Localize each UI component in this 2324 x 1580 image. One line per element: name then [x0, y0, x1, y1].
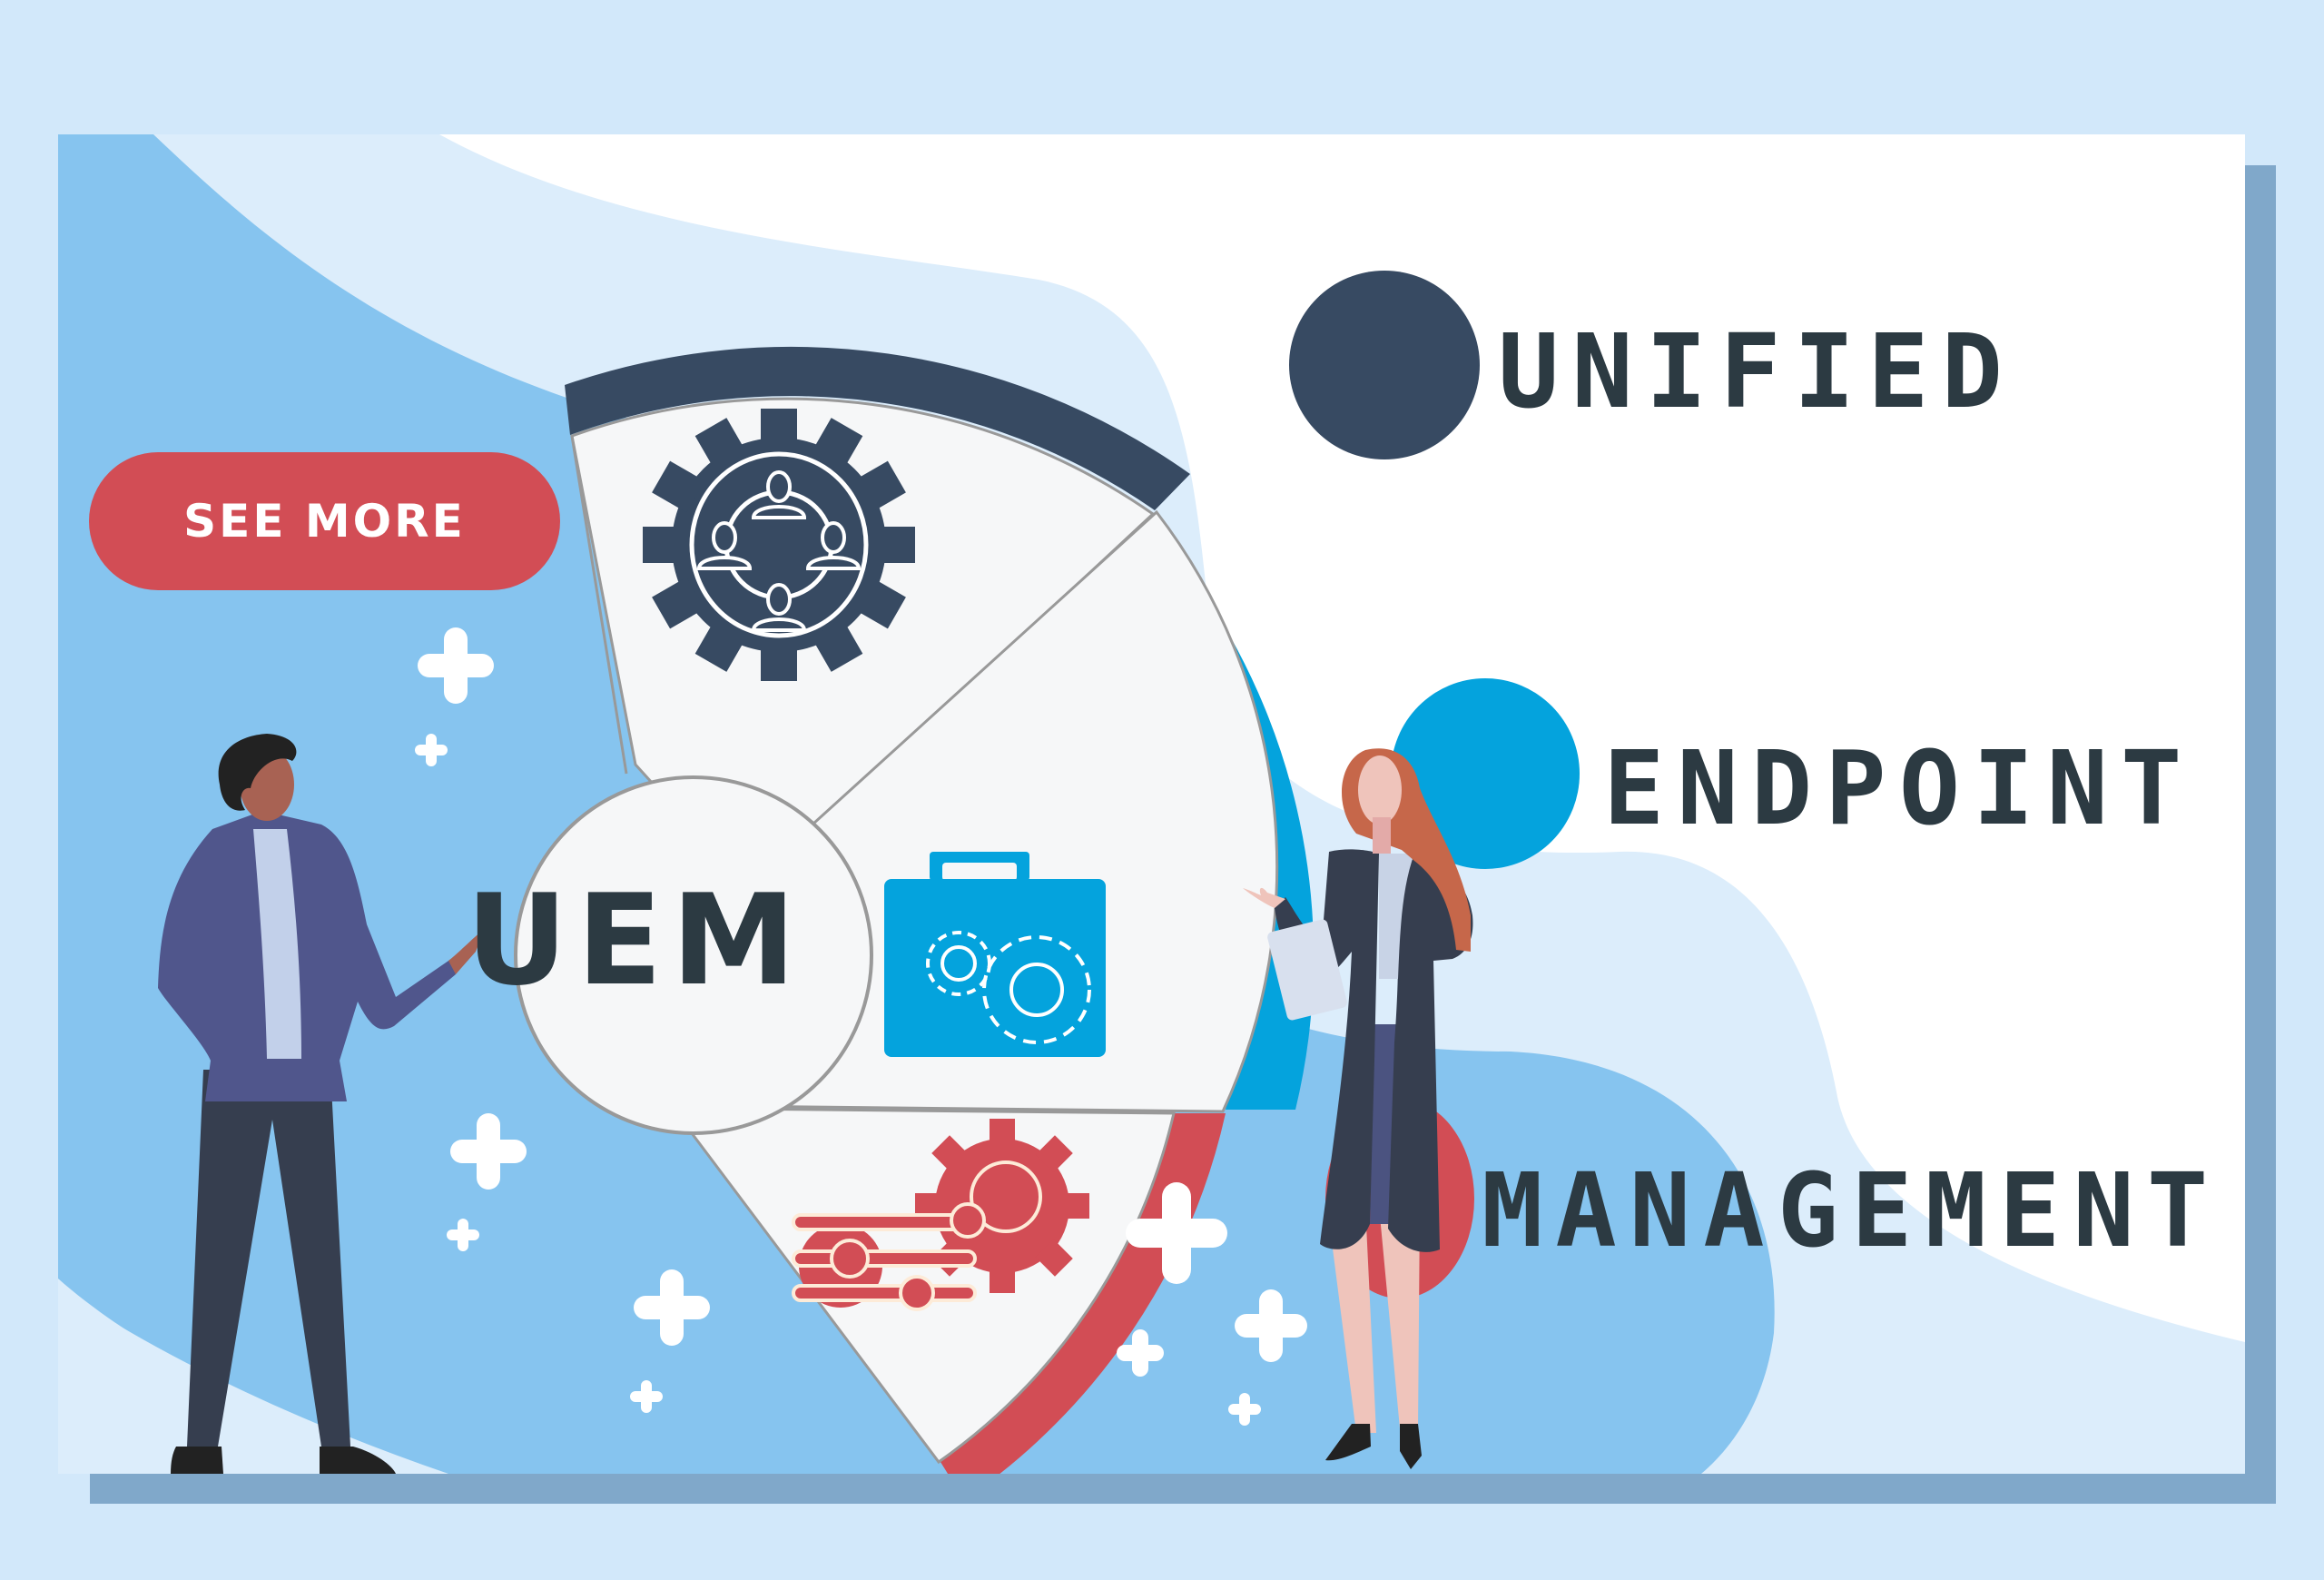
sparkle-icon	[1235, 1289, 1307, 1362]
word-endpoint: ENDPOINT	[1603, 730, 2195, 848]
uem-center-label: UEM	[466, 866, 805, 1013]
woman-legs	[1327, 1206, 1420, 1433]
woman-face	[1358, 755, 1402, 825]
dark-arc	[565, 346, 1190, 510]
woman-neck	[1373, 817, 1391, 854]
sparkle-icon	[634, 1269, 710, 1346]
sparkles	[415, 627, 1307, 1426]
gear-sliders-icon	[792, 1119, 1089, 1311]
red-arc	[940, 1113, 1226, 1474]
floor-patch	[58, 1288, 448, 1474]
sparkle-icon	[415, 734, 448, 766]
sparkle-icon	[418, 627, 494, 704]
woman-shirt	[1379, 854, 1414, 979]
sparkle-icon	[1117, 1329, 1164, 1377]
sparkle-icon	[447, 1219, 479, 1251]
man-pants	[187, 1070, 350, 1447]
man-hand	[448, 929, 485, 974]
woman-figure	[1243, 748, 1473, 1469]
sparkle-icon	[630, 1380, 663, 1413]
man-shoe-left	[171, 1447, 223, 1474]
man-hair	[218, 734, 297, 811]
unified-bullet-circle	[1289, 271, 1480, 459]
banner-card: SEE MORE UEM UNIFIED ENDPOINT MANAGEMENT	[58, 134, 2245, 1474]
see-more-button[interactable]: SEE MORE	[89, 452, 560, 590]
endpoint-bullet-circle	[1391, 678, 1580, 869]
uem-circle	[514, 775, 873, 1135]
word-management: MANAGEMENT	[1482, 1152, 2221, 1270]
word-unified: UNIFIED	[1498, 313, 2016, 431]
woman-hand-raised	[1243, 887, 1285, 908]
man-figure	[158, 734, 485, 1474]
woman-tablet	[1267, 919, 1347, 1021]
background-illustration	[58, 134, 2245, 1474]
man-shirt	[253, 829, 301, 1059]
sparkle-icon	[1228, 1393, 1261, 1426]
man-shoe-right	[320, 1447, 396, 1474]
sparkle-icon	[450, 1113, 527, 1190]
sparkle-icon	[1126, 1182, 1227, 1284]
man-jacket	[158, 811, 456, 1101]
gear-people-network-icon	[593, 359, 965, 731]
toolbox-gears-icon	[884, 852, 1106, 1057]
woman-shoes	[1325, 1424, 1422, 1469]
